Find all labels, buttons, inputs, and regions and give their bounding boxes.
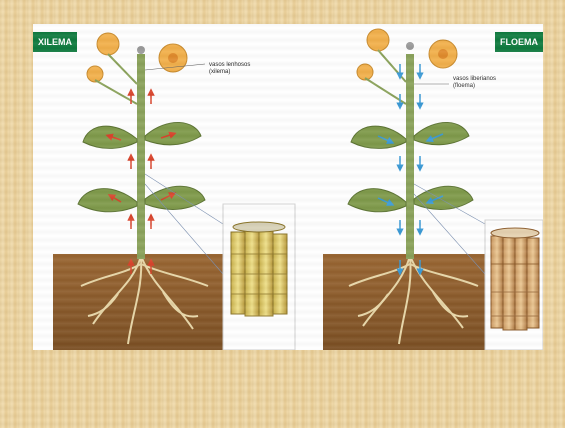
xylem-badge: XILEMA: [33, 32, 77, 52]
leaf-left-1: [83, 126, 137, 148]
stem-right: [406, 54, 414, 259]
leaf-right-2: [414, 122, 469, 144]
soil-left: [53, 254, 223, 350]
leaf-right-1: [351, 126, 406, 148]
plant-transport-illustration: [33, 24, 543, 350]
xylem-caption-line2: (xilema): [209, 69, 250, 76]
stem-left: [137, 54, 145, 259]
leaf-left-4: [145, 186, 205, 209]
xylem-caption-line1: vasos lenhosos: [209, 62, 250, 69]
leaf-right-3: [348, 189, 406, 212]
xylem-plant: [53, 33, 295, 350]
phloem-badge: FLOEMA: [495, 32, 543, 52]
xylem-vessel-block: [231, 222, 287, 316]
phloem-plant: [323, 29, 543, 350]
phloem-caption: vasos liberianos (floema): [453, 76, 496, 90]
phloem-caption-line2: (floema): [453, 83, 496, 90]
leaf-left-2: [145, 122, 201, 144]
phloem-caption-line1: vasos liberianos: [453, 76, 496, 83]
leaf-left-3: [78, 189, 137, 212]
leaf-right-4: [414, 186, 473, 209]
phloem-sieve-tube-block: [491, 228, 539, 330]
xylem-caption: vasos lenhosos (xilema): [209, 62, 250, 76]
diagram-panel: XILEMA FLOEMA vasos lenhosos (xilema) va…: [33, 24, 543, 350]
